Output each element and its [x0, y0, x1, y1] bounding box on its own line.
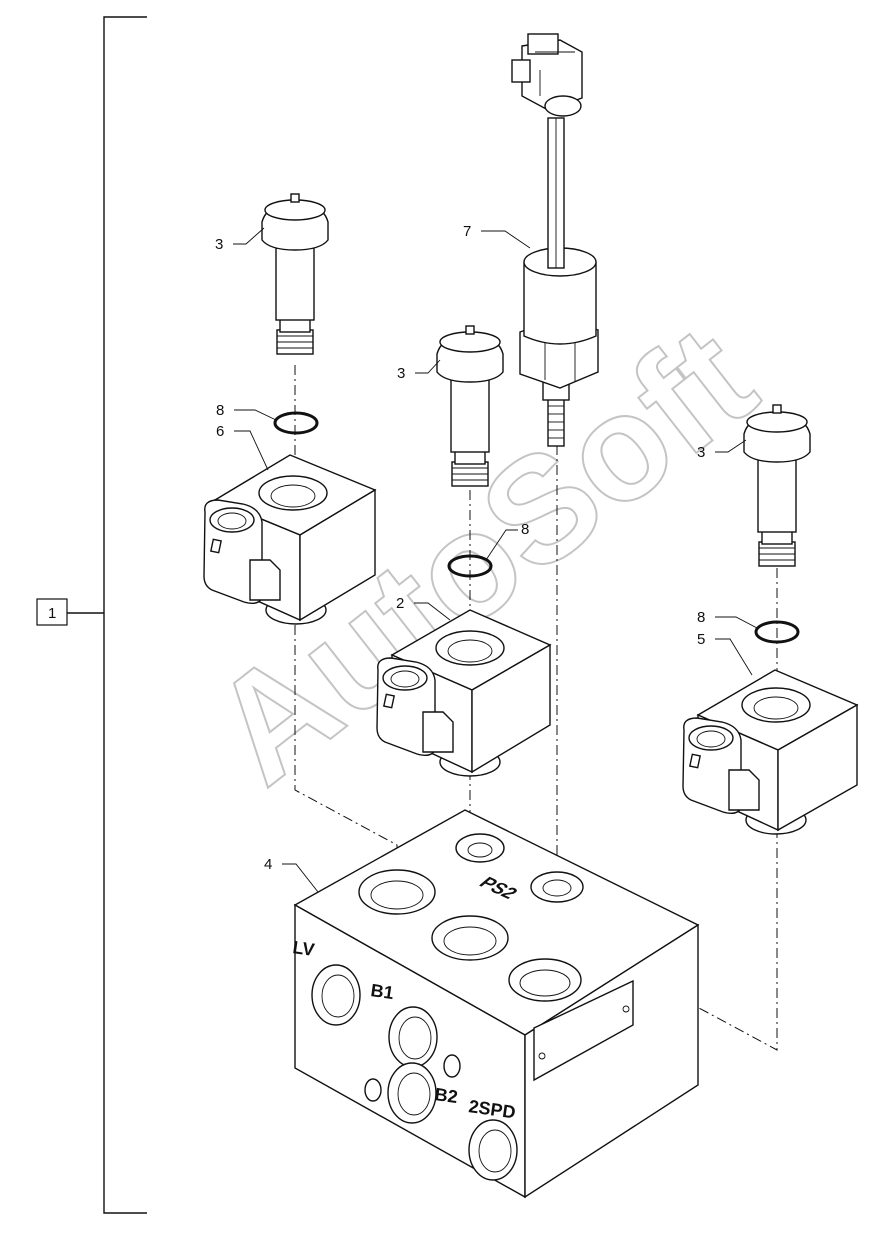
manifold-block: LV B1 B2 2SPD PS2 [291, 809, 700, 1199]
callout-8-right: 8 [697, 609, 705, 626]
port-label-lv: LV [291, 937, 315, 960]
callout-3-middle: 3 [397, 365, 405, 382]
callout-3-right: 3 [697, 444, 705, 461]
o-ring-middle [447, 554, 493, 578]
callout-7: 7 [463, 223, 471, 240]
solenoid-coil-middle [376, 609, 552, 777]
o-ring-left [273, 411, 319, 435]
solenoid-coil-right [682, 669, 859, 835]
callout-4: 4 [264, 856, 272, 873]
assembly-bracket: 1 [36, 16, 147, 1214]
cartridge-valve-right [743, 404, 811, 567]
cartridge-valve-left [261, 193, 329, 355]
port-label-b2: B2 [433, 1084, 459, 1107]
callout-8-left: 8 [216, 402, 224, 419]
o-ring-right [754, 620, 800, 644]
callout-2: 2 [396, 595, 404, 612]
callout-6: 6 [216, 423, 224, 440]
callout-5: 5 [697, 631, 705, 648]
solenoid-coil-left [203, 454, 377, 625]
callouts: 3 8 6 7 3 8 2 3 8 5 4 [215, 223, 758, 893]
callout-8-middle: 8 [521, 521, 529, 538]
port-label-b1: B1 [369, 980, 395, 1003]
pressure-switch [511, 33, 599, 447]
callout-3-left: 3 [215, 236, 223, 253]
cartridge-valve-middle [436, 325, 504, 487]
assembly-label: 1 [48, 605, 56, 622]
